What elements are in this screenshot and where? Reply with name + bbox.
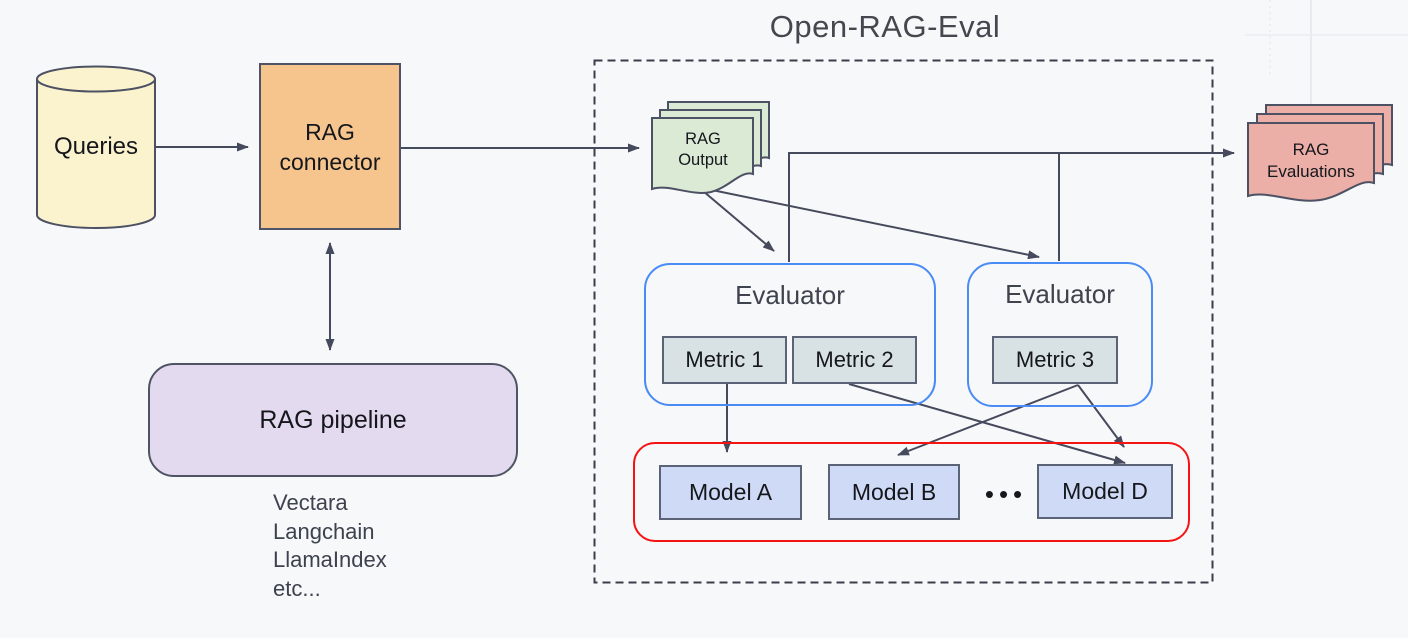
evaluator-1-label: Evaluator <box>735 279 845 310</box>
arrow-metric3-to-model-d <box>1077 384 1125 448</box>
arrow-rag-output-to-evaluator1 <box>702 190 775 252</box>
queries-label: Queries <box>53 133 139 160</box>
rag-connector-label: RAG connector <box>279 118 381 175</box>
metric-2-label: Metric 2 <box>815 347 894 372</box>
model-b-label: Model B <box>851 478 937 505</box>
metric-1-label: Metric 1 <box>685 347 764 372</box>
rag-evaluations-documents <box>1247 104 1393 202</box>
arrow-evaluator1-to-rag-evaluations <box>788 148 1235 262</box>
rag-connector-box: RAG connector <box>259 63 401 230</box>
rag-output-documents <box>651 101 770 194</box>
pipeline-examples-list: Vectara Langchain LlamaIndex etc... <box>273 489 493 603</box>
models-container <box>633 442 1190 542</box>
evaluator-2-label: Evaluator <box>1005 278 1115 309</box>
rag-output-label: RAG Output <box>678 130 728 169</box>
metric-1-box: Metric 1 <box>662 336 787 384</box>
arrow-rag-output-to-evaluator2 <box>706 188 1040 260</box>
rag-pipeline-box: RAG pipeline <box>148 363 518 477</box>
pipeline-example-item: Vectara <box>273 490 348 515</box>
open-rag-eval-dashed-container <box>593 59 1214 584</box>
model-b-box: Model B <box>828 464 960 520</box>
model-a-label: Model A <box>688 479 773 505</box>
metric-3-label: Metric 3 <box>1015 347 1095 372</box>
evaluator-1-box: Evaluator Metric 1 Metric 2 <box>644 263 936 406</box>
diagram-title: Open-RAG-Eval <box>769 9 1001 44</box>
pipeline-example-item: etc... <box>273 575 321 601</box>
pipeline-example-item: LlamaIndex <box>273 547 387 572</box>
rag-pipeline-label: RAG pipeline <box>259 405 407 434</box>
evaluator-2-box: Evaluator Metric 3 <box>967 262 1153 407</box>
model-d-box: Model D <box>1037 464 1173 519</box>
queries-cylinder <box>36 65 156 229</box>
rag-evaluations-label: RAG Evaluations <box>1267 140 1355 181</box>
metric-3-box: Metric 3 <box>992 336 1118 384</box>
metric-2-box: Metric 2 <box>792 336 917 384</box>
pipeline-example-item: Langchain <box>273 518 375 544</box>
models-ellipsis: ••• <box>984 478 1028 509</box>
model-a-box: Model A <box>659 465 802 520</box>
arrow-metric2-to-model-d <box>848 383 1126 465</box>
model-d-label: Model D <box>1062 478 1148 504</box>
